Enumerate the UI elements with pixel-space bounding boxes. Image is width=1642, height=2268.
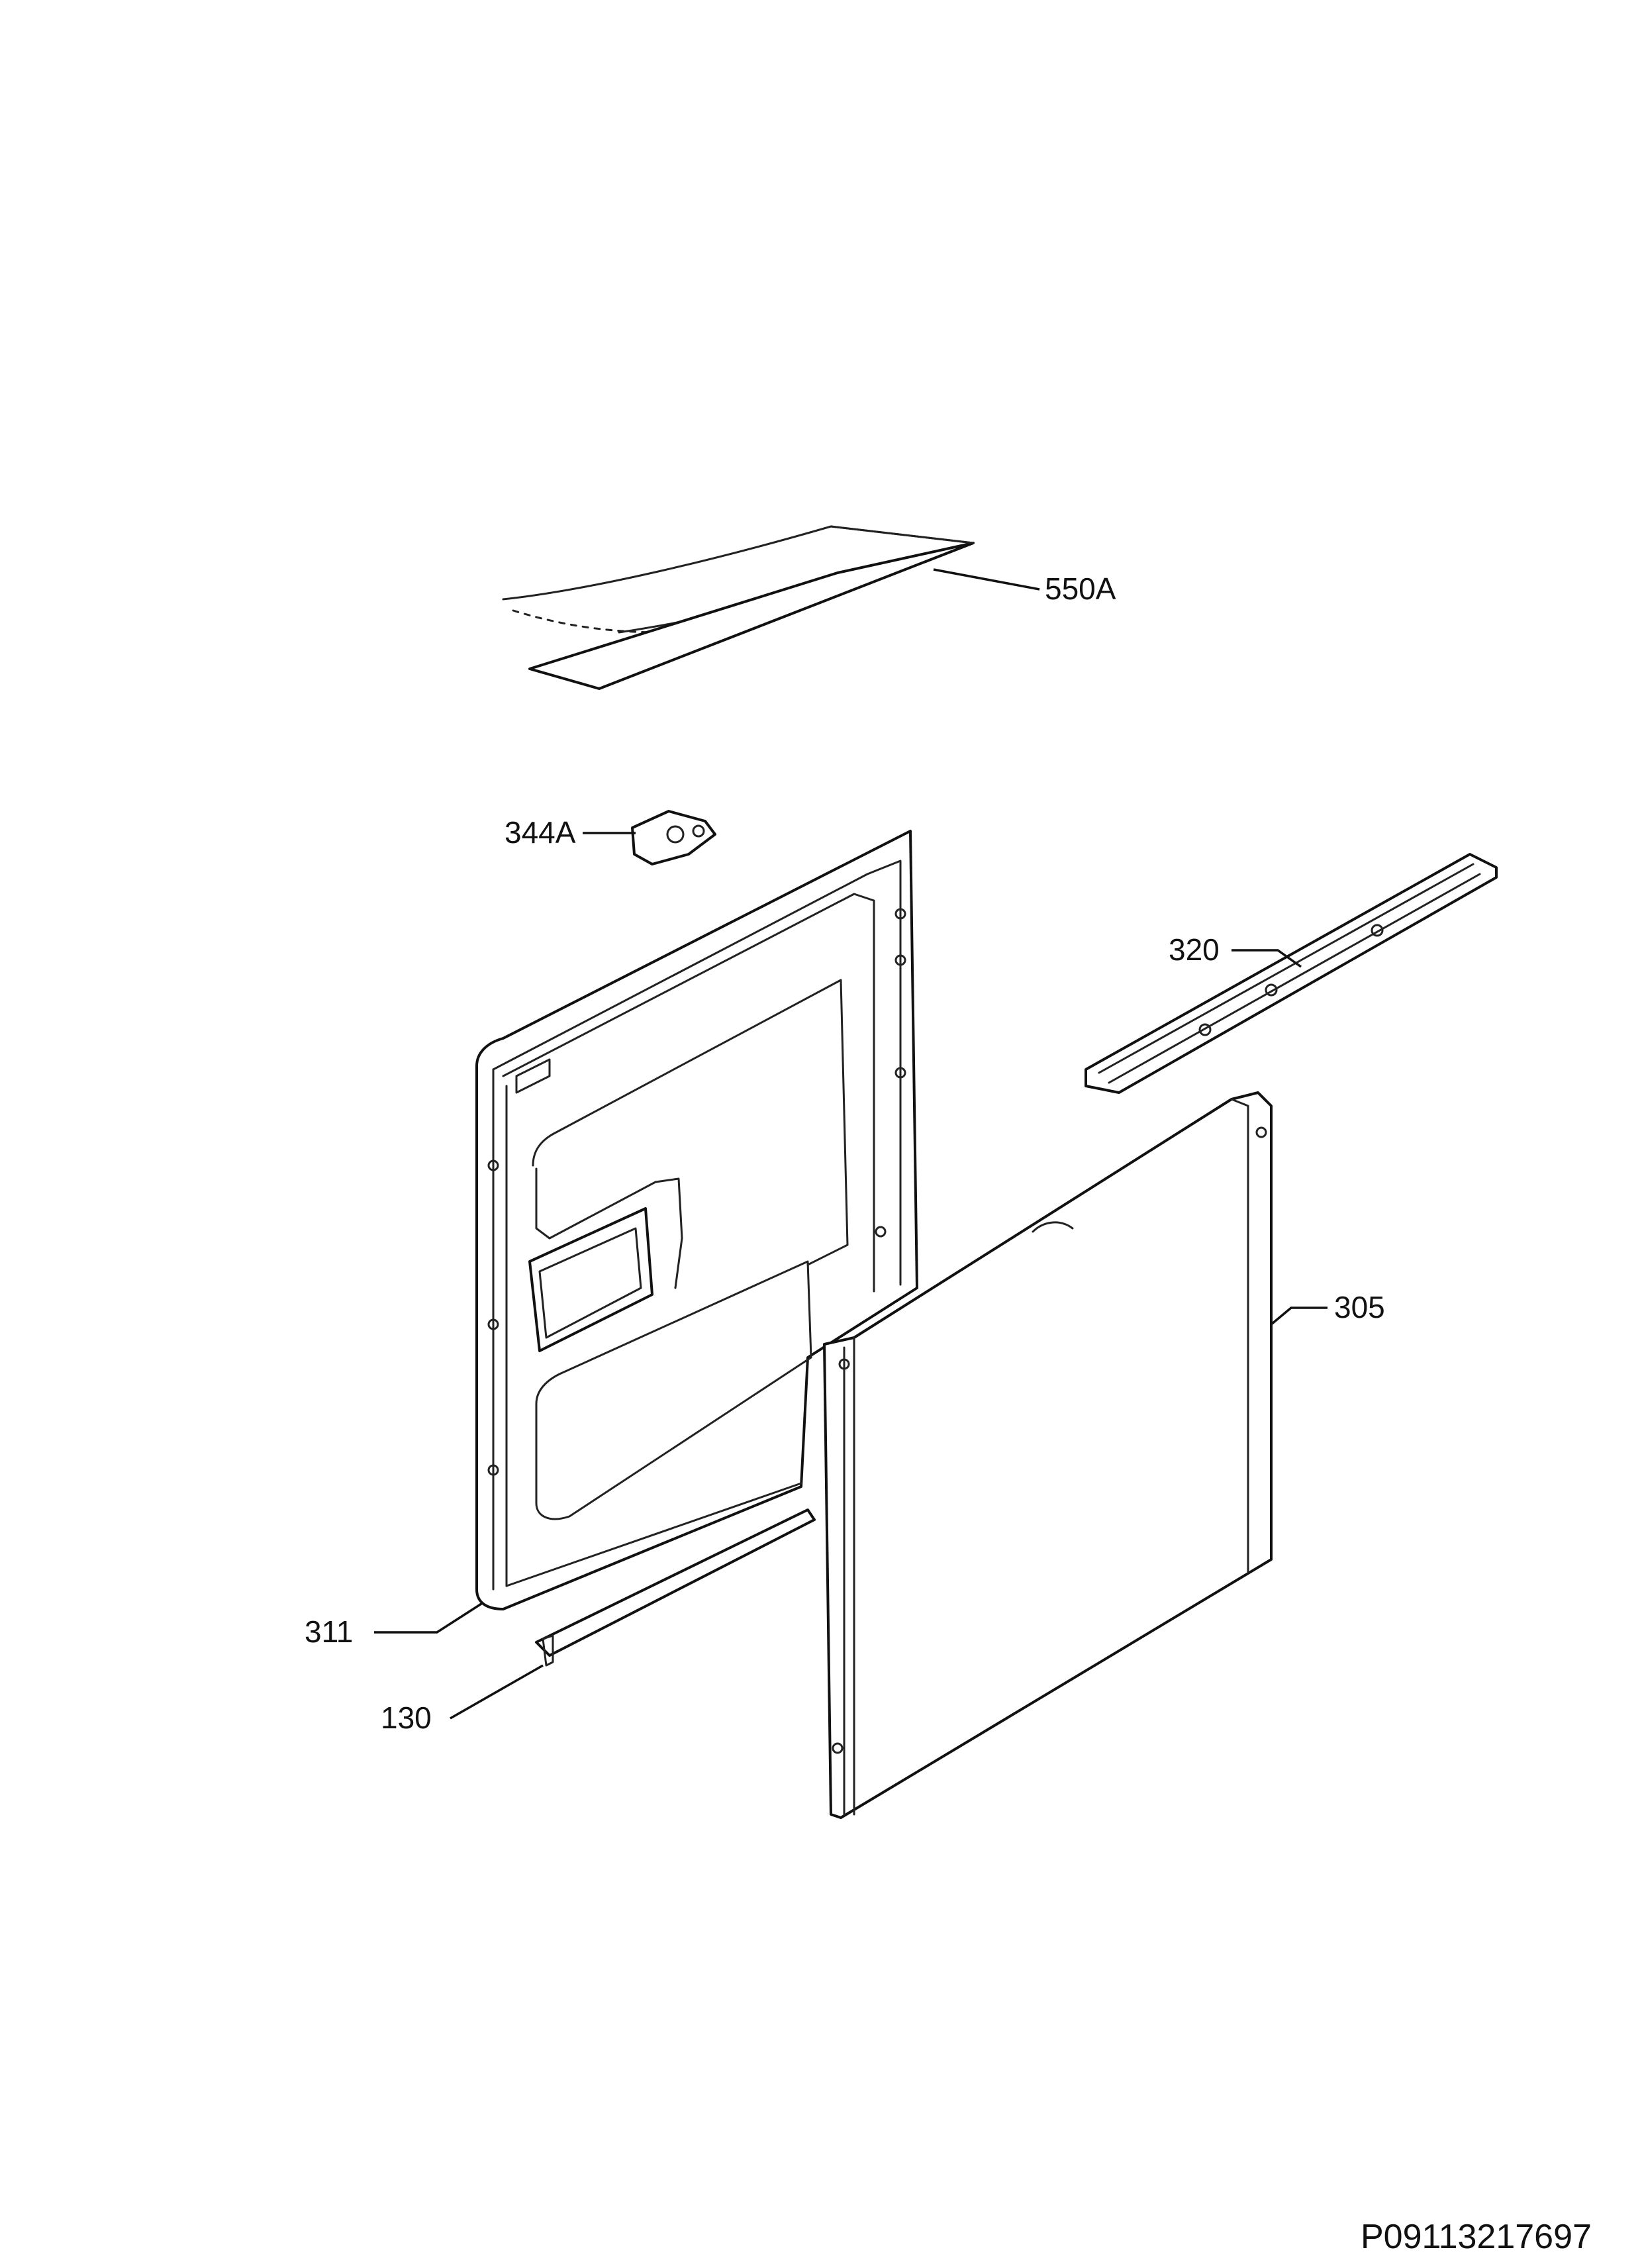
callout-130: 130: [381, 1701, 432, 1735]
part-305-outer-door: [823, 1091, 1273, 1819]
part-130-bottom-strip: [535, 1508, 816, 1667]
leader-130: [450, 1664, 544, 1720]
leader-320: [1232, 949, 1302, 968]
leader-550a: [933, 568, 1040, 591]
callout-320: 320: [1169, 932, 1220, 967]
part-311-inner-door: [475, 830, 918, 1610]
callout-305: 305: [1334, 1290, 1385, 1324]
part-320-top-rail: [1085, 853, 1498, 1094]
leader-305: [1270, 1307, 1328, 1326]
callout-344a: 344A: [505, 815, 576, 850]
callout-311: 311: [305, 1614, 353, 1649]
diagram-reference-code: P09113217697: [1361, 2218, 1592, 2256]
callout-550a: 550A: [1045, 571, 1116, 606]
part-550a-film-sheet: [502, 525, 975, 690]
leader-311: [374, 1601, 484, 1634]
part-344a-clip: [631, 810, 716, 865]
